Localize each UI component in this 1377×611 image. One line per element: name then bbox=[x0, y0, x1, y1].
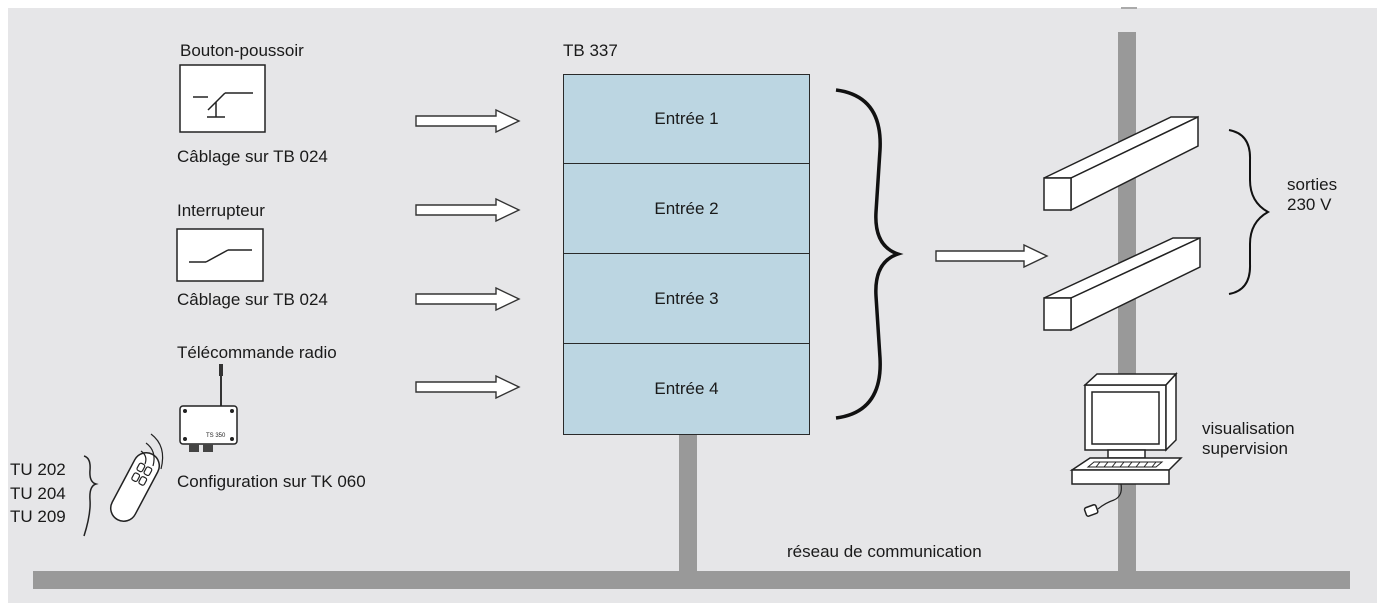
input-cell-3: Entrée 3 bbox=[563, 253, 810, 344]
radio-title: Télécommande radio bbox=[177, 343, 337, 362]
switch-title: Interrupteur bbox=[177, 201, 265, 220]
network-bus bbox=[33, 571, 1350, 589]
remote-ref-1: TU 202 bbox=[10, 460, 66, 479]
radio-caption: Configuration sur TK 060 bbox=[177, 472, 366, 491]
supervision-label-line-1: visualisation bbox=[1202, 419, 1295, 438]
push-button-title: Bouton-poussoir bbox=[180, 41, 304, 60]
input-label-1: Entrée 1 bbox=[654, 109, 719, 128]
push-button-caption: Câblage sur TB 024 bbox=[177, 147, 328, 166]
input-cell-4: Entrée 4 bbox=[563, 343, 810, 435]
device-bus-drop bbox=[679, 434, 697, 574]
input-cell-2: Entrée 2 bbox=[563, 163, 810, 254]
input-label-4: Entrée 4 bbox=[654, 379, 719, 398]
device-title: TB 337 bbox=[563, 41, 618, 60]
arrow-input-4 bbox=[415, 374, 521, 400]
computer-keyboard-keys bbox=[1095, 461, 1157, 468]
receiver-model-label: TS 350 bbox=[206, 433, 226, 439]
input-cell-1: Entrée 1 bbox=[563, 74, 810, 164]
arrow-input-1 bbox=[415, 108, 521, 134]
switch-icon bbox=[176, 228, 264, 282]
remote-ref-2: TU 204 bbox=[10, 484, 66, 503]
network-label: réseau de communication bbox=[787, 542, 982, 561]
push-button-icon bbox=[179, 64, 266, 133]
outputs-label-line-1: sorties bbox=[1287, 175, 1338, 194]
input-label-2: Entrée 2 bbox=[654, 198, 719, 218]
arrow-input-2 bbox=[415, 197, 521, 223]
arrow-input-3 bbox=[415, 286, 521, 312]
input-label-3: Entrée 3 bbox=[654, 288, 719, 308]
outputs-brace bbox=[1228, 129, 1271, 295]
arrow-outputs bbox=[935, 243, 1049, 269]
supervision-label-line-2: supervision bbox=[1202, 439, 1288, 458]
output-channel-2 bbox=[1043, 236, 1201, 332]
outputs-label-line-2: 230 V bbox=[1287, 195, 1332, 214]
remote-control-icon bbox=[109, 433, 164, 522]
inputs-brace bbox=[835, 88, 904, 420]
switch-caption: Câblage sur TB 024 bbox=[177, 290, 328, 309]
radio-receiver-icon: TS 350 bbox=[179, 364, 238, 452]
output-channel-1 bbox=[1043, 115, 1199, 212]
remote-refs-brace bbox=[83, 455, 99, 537]
remote-ref-3: TU 209 bbox=[10, 507, 66, 526]
